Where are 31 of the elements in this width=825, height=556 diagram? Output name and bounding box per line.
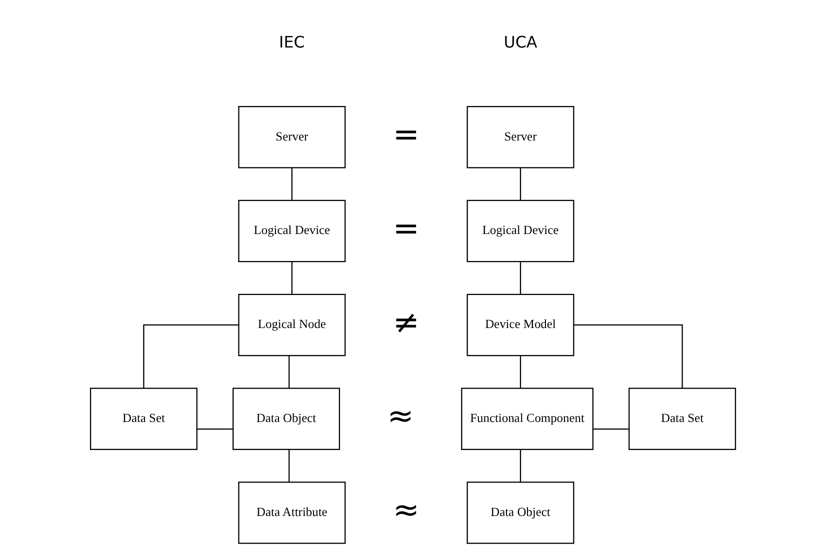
connector xyxy=(288,450,290,482)
label: ≈ xyxy=(386,398,414,435)
label: = xyxy=(392,116,419,153)
label: ≈ xyxy=(392,492,419,529)
node-box: Functional Component xyxy=(460,388,593,450)
connector xyxy=(573,324,682,388)
node-box: Logical Device xyxy=(466,200,574,262)
node-box: Data Attribute xyxy=(238,482,346,544)
node-box: Server xyxy=(466,106,574,168)
node-box: Data Set xyxy=(89,388,197,450)
connector xyxy=(519,262,521,294)
connector xyxy=(288,356,290,388)
label: = xyxy=(392,210,419,247)
connector xyxy=(290,262,292,294)
connector xyxy=(142,324,238,388)
node-box: Data Set xyxy=(628,388,736,450)
connector xyxy=(290,168,292,200)
label: UCA xyxy=(503,32,537,52)
node-box: Logical Device xyxy=(238,200,346,262)
label: ≠ xyxy=(392,304,419,341)
node-box: Device Model xyxy=(466,294,574,356)
connector xyxy=(592,428,628,430)
connector xyxy=(196,428,232,430)
label: IEC xyxy=(278,32,304,52)
node-box: Logical Node xyxy=(238,294,346,356)
connector xyxy=(519,450,521,482)
node-box: Data Object xyxy=(466,482,574,544)
node-box: Server xyxy=(238,106,346,168)
connector xyxy=(519,356,521,388)
connector xyxy=(519,168,521,200)
node-box: Data Object xyxy=(232,388,340,450)
